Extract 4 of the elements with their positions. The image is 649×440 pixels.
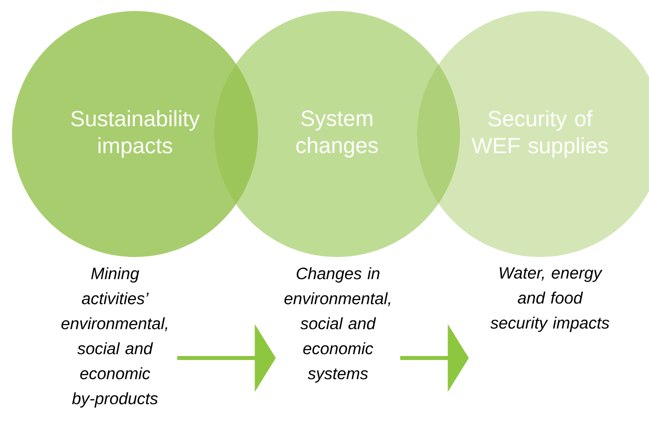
caption-text: Water, energy and food security impacts (490, 267, 610, 332)
caption-text: Mining activities’ environmental, social and economic by-products (61, 267, 168, 408)
caption-text: Changes in environmental, social and economic systems (284, 267, 390, 383)
node-label: Security of WEF supplies (472, 110, 608, 158)
